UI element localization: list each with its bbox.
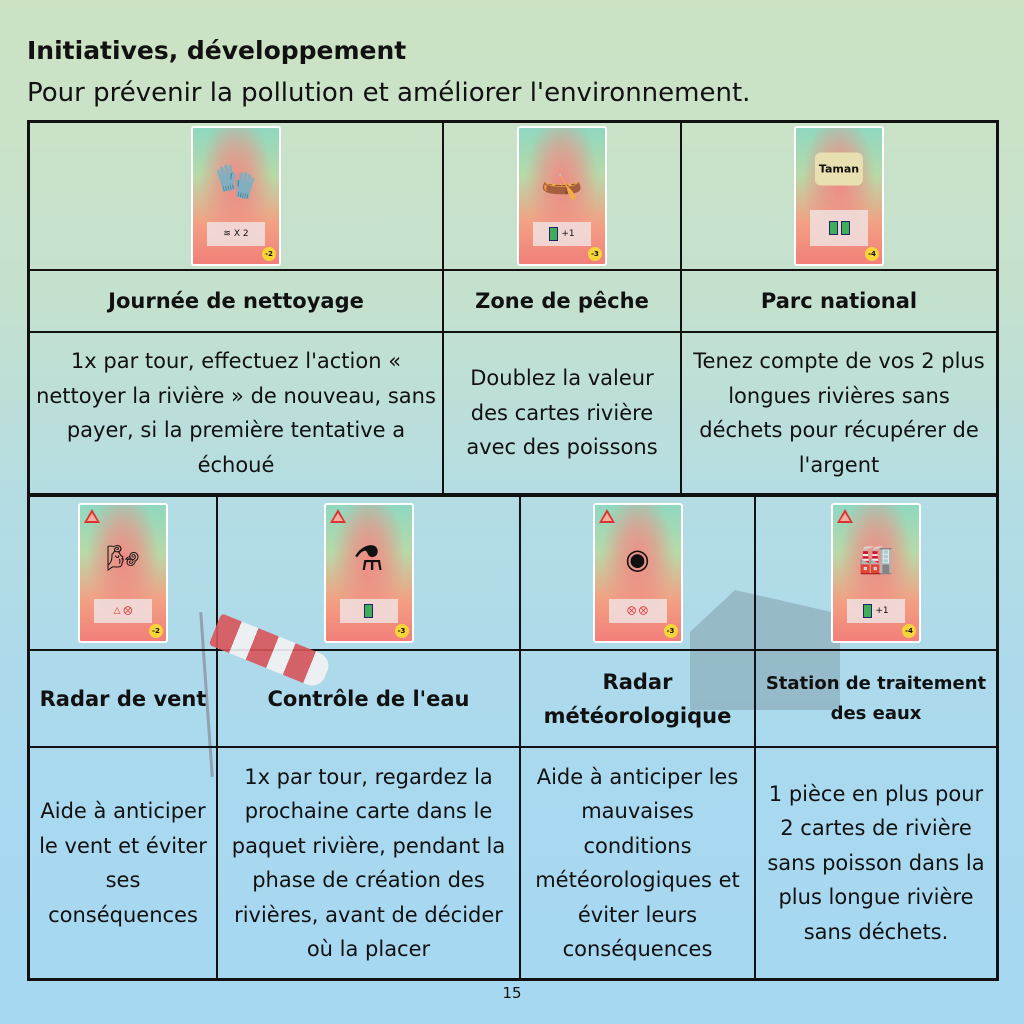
- water-plant-icon: 🏭: [858, 542, 894, 576]
- card-description: Doublez la valeur des cartes rivière ave…: [443, 332, 681, 494]
- card-zone-peche: 🛶 +1 -3: [517, 126, 607, 266]
- river-card-icon: [863, 604, 873, 618]
- card-cell: Taman -4: [681, 122, 997, 270]
- card-parc-national: Taman -4: [794, 126, 884, 266]
- cleanup-bag-icon: 🧤: [214, 162, 258, 203]
- river-card-icon: [549, 227, 559, 241]
- card-cell: 🧤 ≋X 2 -2: [29, 122, 443, 270]
- card-title: Journée de nettoyage: [29, 270, 443, 332]
- card-effect: △ ⨂: [94, 599, 152, 623]
- cost-badge: -3: [394, 624, 409, 638]
- page-subtitle: Pour prévenir la pollution et améliorer …: [27, 78, 751, 108]
- card-description: 1x par tour, regardez la prochaine carte…: [217, 747, 520, 979]
- warning-icon: [837, 509, 853, 523]
- card-title: Radar météorologique: [520, 650, 755, 747]
- card-effect: [339, 599, 398, 623]
- page-title: Initiatives, développement: [27, 36, 407, 65]
- card-description: Aide à anticiper le vent et éviter ses c…: [29, 747, 217, 979]
- card-title: Contrôle de l'eau: [217, 650, 520, 747]
- card-cell: ⚗ -3: [217, 496, 520, 650]
- warning-icon: [329, 509, 346, 523]
- card-description: 1 pièce en plus pour 2 cartes de rivière…: [755, 747, 997, 979]
- warning-icon: ⨂ ⨂: [627, 606, 648, 616]
- card-cell: 🏭 +1 -4: [755, 496, 997, 650]
- cost-badge: -4: [902, 624, 916, 638]
- page-number: 15: [502, 984, 522, 1002]
- park-badge-icon: Taman: [814, 152, 864, 186]
- warning-icon: △ ⨂: [113, 606, 133, 616]
- card-description: 1x par tour, effectuez l'action « nettoy…: [29, 332, 443, 494]
- cost-badge: -4: [865, 247, 879, 261]
- card-description: Tenez compte de vos 2 plus longues riviè…: [681, 332, 997, 494]
- anemometer-icon: 🌬: [106, 544, 140, 575]
- river-card-icon: [828, 221, 838, 235]
- initiatives-table-top: 🧤 ≋X 2 -2 🛶 +1 -3 Taman -4 Journée de ne…: [27, 120, 999, 496]
- card-title: Station de traitement des eaux: [755, 650, 997, 747]
- cost-badge: -2: [149, 624, 163, 638]
- card-radar-meteo: ◉ ⨂ ⨂ -3: [592, 503, 683, 643]
- initiatives-table-bottom: 🌬 △ ⨂ -2 ⚗ -3 ◉ ⨂ ⨂ -3 🏭 +1 -4 Radar de …: [27, 494, 999, 981]
- cost-badge: -3: [588, 247, 602, 261]
- card-controle-eau: ⚗ -3: [323, 503, 414, 643]
- cost-badge: -2: [262, 247, 276, 261]
- card-effect-text: +1: [561, 229, 575, 239]
- card-effect: ⨂ ⨂: [608, 599, 667, 623]
- weather-radar-icon: ◉: [625, 542, 650, 576]
- river-icon: ≋: [223, 229, 231, 239]
- flask-icon: ⚗: [353, 539, 384, 580]
- card-title: Radar de vent: [29, 650, 217, 747]
- river-card-icon: [364, 604, 373, 618]
- card-cell: 🛶 +1 -3: [443, 122, 681, 270]
- warning-icon: [84, 509, 100, 523]
- card-effect-text: +1: [875, 606, 889, 616]
- fishing-boat-icon: 🛶: [540, 162, 584, 203]
- card-radar-vent: 🌬 △ ⨂ -2: [78, 503, 168, 643]
- card-journee-nettoyage: 🧤 ≋X 2 -2: [191, 126, 281, 266]
- card-effect-text: X 2: [233, 229, 249, 239]
- cost-badge: -3: [663, 624, 678, 638]
- card-effect: +1: [847, 599, 905, 623]
- card-cell: ◉ ⨂ ⨂ -3: [520, 496, 755, 650]
- card-effect: +1: [533, 222, 591, 246]
- card-cell: 🌬 △ ⨂ -2: [29, 496, 217, 650]
- warning-icon: [598, 509, 615, 523]
- card-station-traitement: 🏭 +1 -4: [831, 503, 921, 643]
- card-title: Parc national: [681, 270, 997, 332]
- card-title: Zone de pêche: [443, 270, 681, 332]
- card-effect: [810, 210, 868, 246]
- river-card-icon: [840, 221, 850, 235]
- card-description: Aide à anticiper les mauvaises condition…: [520, 747, 755, 979]
- card-effect: ≋X 2: [207, 222, 265, 246]
